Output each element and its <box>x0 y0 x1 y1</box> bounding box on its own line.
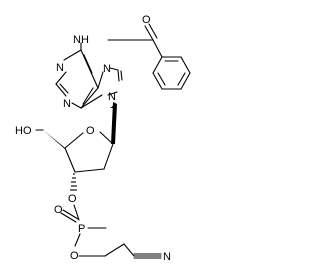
carbonyl-oxygen-label: O <box>142 14 151 26</box>
ring-oxygen-label: O <box>86 125 95 137</box>
phosphorus-label: P <box>78 223 85 235</box>
nitrile-nitrogen-label: N <box>163 251 171 263</box>
hydroxyl-label: HO <box>15 125 32 137</box>
n7-label: N <box>103 63 111 75</box>
o3-label: O <box>68 193 77 205</box>
c3-o-hashed-bond <box>70 173 77 191</box>
sugar-ring <box>64 131 114 173</box>
c5-wedge <box>43 130 66 150</box>
nh-label: NH <box>73 34 89 46</box>
n3-label: N <box>63 98 71 110</box>
glycosidic-wedge <box>111 102 117 144</box>
molecule-drawing: NH O N N N N O HO O P O O N <box>15 14 191 263</box>
n1-label: N <box>56 62 64 74</box>
ester-oxygen-label: O <box>70 250 79 262</box>
benzoyl-group <box>107 23 191 90</box>
purine-ring <box>55 42 123 109</box>
phosphoryl-oxygen-label: O <box>54 204 63 216</box>
structure-canvas: NH O N N N N O HO O P O O N <box>15 14 191 263</box>
phosphonate-group <box>60 204 162 259</box>
n9-label: N <box>108 91 116 103</box>
